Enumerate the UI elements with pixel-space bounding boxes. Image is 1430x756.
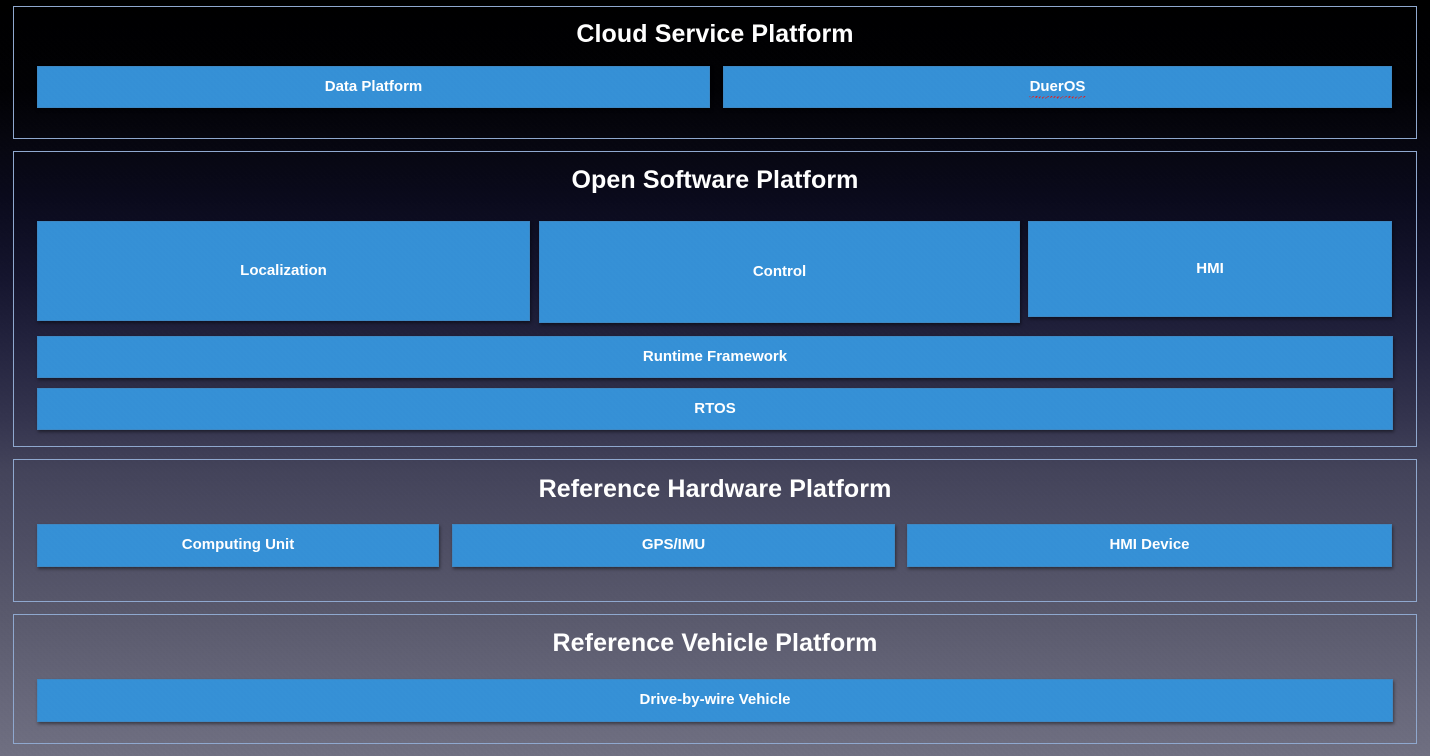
box-localization[interactable]: Localization: [37, 221, 530, 321]
layer-reference-vehicle-platform: Reference Vehicle Platform Drive-by-wire…: [13, 614, 1417, 744]
box-label-computing-unit: Computing Unit: [181, 536, 295, 554]
box-drive-by-wire-vehicle[interactable]: Drive-by-wire Vehicle: [37, 679, 1393, 722]
box-label-data-platform: Data Platform: [324, 77, 423, 95]
box-label-runtime-framework: Runtime Framework: [642, 347, 788, 365]
box-dueros[interactable]: DuerOS: [723, 66, 1392, 108]
box-hmi-device[interactable]: HMI Device: [907, 524, 1392, 567]
layer-reference-hardware-platform: Reference Hardware Platform Computing Un…: [13, 459, 1417, 602]
layer-title-reference-hardware-platform: Reference Hardware Platform: [538, 475, 892, 503]
layer-open-software-platform: Open Software Platform Localization Cont…: [13, 151, 1417, 447]
box-label-drive-by-wire-vehicle: Drive-by-wire Vehicle: [639, 691, 791, 709]
box-label-hmi-device: HMI Device: [1109, 536, 1190, 554]
box-computing-unit[interactable]: Computing Unit: [37, 524, 439, 567]
runtime-framework-row: Runtime Framework: [14, 336, 1416, 378]
box-label-localization: Localization: [240, 261, 327, 279]
box-hmi[interactable]: HMI: [1028, 221, 1392, 317]
hardware-box-row: Computing Unit GPS/IMU HMI Device: [14, 524, 1416, 567]
box-runtime-framework[interactable]: Runtime Framework: [37, 336, 1393, 378]
box-label-hmi: HMI: [1196, 259, 1224, 277]
box-label-gps-imu: GPS/IMU: [641, 536, 706, 554]
box-label-rtos: RTOS: [694, 399, 736, 417]
box-gps-imu[interactable]: GPS/IMU: [452, 524, 895, 567]
box-data-platform[interactable]: Data Platform: [37, 66, 710, 108]
vehicle-box-row: Drive-by-wire Vehicle: [14, 679, 1416, 722]
box-control[interactable]: Control: [539, 221, 1020, 323]
box-label-control: Control: [752, 262, 807, 280]
layer-title-open-software-platform: Open Software Platform: [571, 166, 859, 194]
box-rtos[interactable]: RTOS: [37, 388, 1393, 430]
cloud-box-row: Data Platform DuerOS: [14, 66, 1416, 108]
rtos-row: RTOS: [14, 388, 1416, 430]
layer-title-reference-vehicle-platform: Reference Vehicle Platform: [552, 629, 878, 657]
layer-title-cloud-service-platform: Cloud Service Platform: [576, 20, 854, 48]
box-label-dueros: DuerOS: [1029, 77, 1086, 95]
software-app-box-row: Localization Control HMI: [14, 221, 1416, 323]
layer-cloud-service-platform: Cloud Service Platform Data Platform Due…: [13, 6, 1417, 139]
